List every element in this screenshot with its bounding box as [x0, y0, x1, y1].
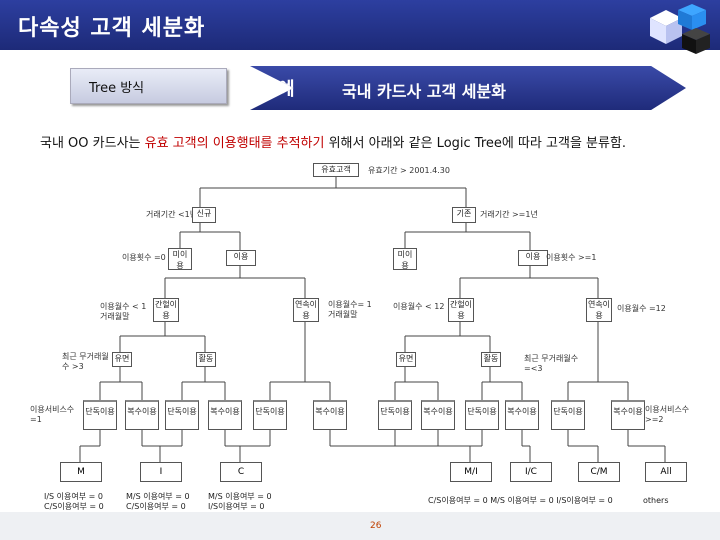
- result-mi: M/I: [450, 462, 492, 482]
- method-tab: Tree 방식: [70, 68, 227, 104]
- leaf-3: 단독이용: [165, 400, 199, 430]
- node-root: 유효고객: [313, 163, 359, 177]
- node-old-dormant: 유면: [396, 352, 416, 367]
- leaf-4: 복수이용: [208, 400, 242, 430]
- cube-logo-icon: [650, 4, 710, 54]
- method-tab-label: Tree 방식: [89, 81, 145, 96]
- intro-part1: 국내 OO 카드사는: [40, 136, 145, 151]
- result-m: M: [60, 462, 102, 482]
- leaf-5: 단독이용: [253, 400, 287, 430]
- old-cont-condition: 이용월수 =12: [617, 304, 666, 313]
- node-old-intermit: 간헐이용: [448, 298, 474, 322]
- node-old-unused: 미이용: [393, 248, 417, 270]
- single-service-condition: 이용서비스수 =1: [30, 405, 75, 424]
- result-all: All: [645, 462, 687, 482]
- node-old-active: 활동: [481, 352, 501, 367]
- note-others: others: [643, 496, 669, 505]
- node-new-active: 활동: [196, 352, 216, 367]
- root-condition: 유효기간 > 2001.4.30: [368, 166, 450, 175]
- node-old-used: 이용: [518, 250, 548, 266]
- node-new-intermit: 간헐이용: [153, 298, 179, 322]
- intro-highlight: 유효 고객의 이용행태를 추적하기: [144, 136, 325, 151]
- example-title: 국내 카드사 고객 세분화: [342, 82, 506, 101]
- leaf-6: 복수이용: [313, 400, 347, 430]
- leaf-9: 단독이용: [465, 400, 499, 430]
- leaf-10: 복수이용: [505, 400, 539, 430]
- dormant-condition: 최근 무거래월수 >3: [62, 352, 109, 371]
- result-c: C: [220, 462, 262, 482]
- node-old-cont: 연속이용: [586, 298, 612, 322]
- example-banner: 예 국내 카드사 고객 세분화: [250, 66, 686, 110]
- page-number: 26: [370, 521, 382, 531]
- node-old: 기존: [452, 207, 476, 223]
- leaf-1: 단독이용: [83, 400, 117, 430]
- leaf-11: 단독이용: [551, 400, 585, 430]
- intro-text: 국내 OO 카드사는 유효 고객의 이용행태를 추적하기 위해서 아래와 같은 …: [40, 132, 626, 151]
- note-i: M/S 이용여부 = 0 C/S이용여부 = 0: [126, 492, 190, 511]
- slide-header: 다속성 고객 세분화: [0, 0, 720, 54]
- slide-footer: [0, 512, 720, 540]
- result-i: I: [140, 462, 182, 482]
- intro-part2: 위해서 아래와 같은 Logic Tree에 따라 고객을 분류함.: [324, 136, 627, 151]
- node-new-dormant: 유면: [112, 352, 132, 367]
- node-new-unused: 미이용: [168, 248, 192, 270]
- new-condition: 거래기간 <1년: [146, 210, 198, 219]
- slide-title: 다속성 고객 세분화: [18, 16, 206, 41]
- result-cm: C/M: [578, 462, 620, 482]
- leaf-8: 복수이용: [421, 400, 455, 430]
- new-intermit-condition: 이용월수 < 1 거래월말: [100, 302, 147, 321]
- old-condition: 거래기간 >=1년: [480, 210, 538, 219]
- note-m: I/S 이용여부 = 0 C/S이용여부 = 0: [44, 492, 104, 511]
- old-use-condition: 이용횟수 >=1: [546, 253, 597, 262]
- multi-service-condition: 이용서비스수 >=2: [645, 405, 690, 424]
- note-combo: C/S이용여부 = 0 M/S 이용여부 = 0 I/S이용여부 = 0: [428, 496, 613, 505]
- new-cont-condition: 이용월수= 1 거래월말: [328, 300, 372, 319]
- node-new-cont: 연속이용: [293, 298, 319, 322]
- active-condition: 최근 무거래월수 =<3: [524, 354, 579, 373]
- node-new-used: 이용: [226, 250, 256, 266]
- leaf-7: 단독이용: [378, 400, 412, 430]
- new-use-condition: 이용횟수 =0: [122, 253, 166, 262]
- old-intermit-condition: 이용월수 < 12: [393, 302, 445, 311]
- leaf-12: 복수이용: [611, 400, 645, 430]
- result-ic: I/C: [510, 462, 552, 482]
- leaf-2: 복수이용: [125, 400, 159, 430]
- node-new: 신규: [192, 207, 216, 223]
- note-c: M/S 이용여부 = 0 I/S이용여부 = 0: [208, 492, 272, 511]
